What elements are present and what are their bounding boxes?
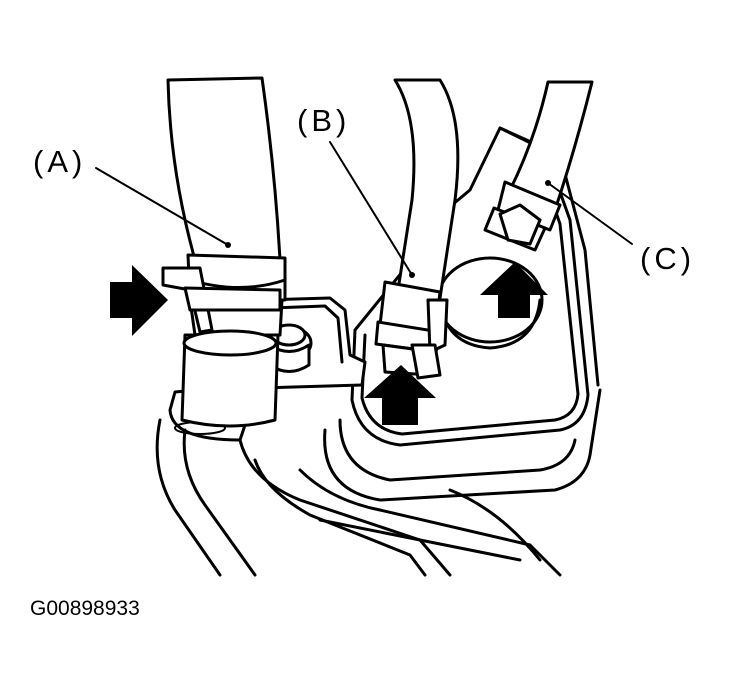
leader-line-a [95,167,229,246]
arrow-up-icon [364,365,436,425]
label-c: (C) [640,241,695,276]
leader-line-c [547,182,633,245]
leader-dot-c [545,180,551,186]
leader-dot-a [225,242,231,248]
label-b: (B) [297,103,350,138]
leader-lines [95,141,633,278]
leader-line-b [329,141,413,276]
mounting-bracket [253,296,367,390]
hose-a [161,76,287,428]
figure-id: G00898933 [30,597,140,620]
arrow-right-icon [110,265,168,336]
hose-b [374,78,460,380]
arrow-up-icon [480,262,548,318]
hose-c [483,80,594,252]
leader-dot-b [409,272,415,278]
label-a: (A) [33,144,86,179]
